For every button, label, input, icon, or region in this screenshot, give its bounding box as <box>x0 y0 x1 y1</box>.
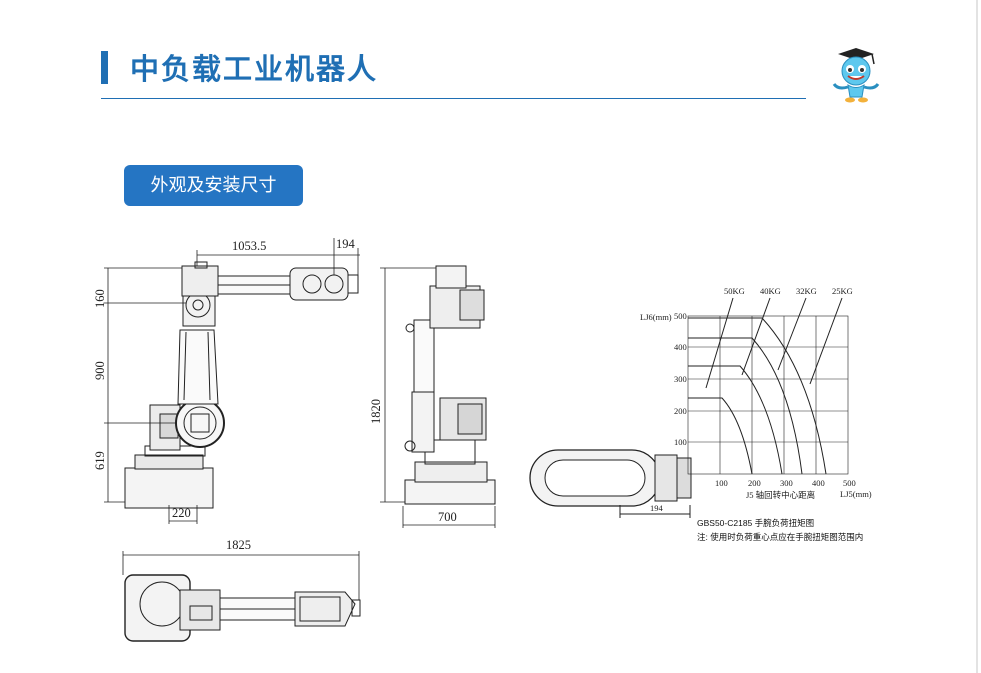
curve-label: 40KG <box>760 286 781 296</box>
x-tick: 500 <box>843 478 856 488</box>
dim-width: 700 <box>438 510 457 524</box>
chart-note: 注: 使用时负荷重心点应在手腕扭矩图范围内 <box>697 532 863 542</box>
x-axis-label: J5 轴回转中心距离 <box>746 490 815 500</box>
dim-h-base: 619 <box>93 451 107 470</box>
wrist-flange <box>529 449 692 518</box>
dim-length: 1825 <box>226 538 251 552</box>
y-tick: 400 <box>674 342 687 352</box>
section-tag: 外观及安装尺寸 <box>124 165 303 206</box>
front-view-robot <box>404 265 496 505</box>
title-divider <box>101 98 806 99</box>
y-tick: 200 <box>674 406 687 416</box>
dim-reach: 1053.5 <box>232 239 266 253</box>
y-tick: 300 <box>674 374 687 384</box>
x-unit-label: LJ5(mm) <box>840 489 872 499</box>
x-tick: 200 <box>748 478 761 488</box>
curve-label: 32KG <box>796 286 817 296</box>
curve-label: 50KG <box>724 286 745 296</box>
dim-base-offset: 220 <box>172 506 191 520</box>
page-edge <box>976 0 978 673</box>
curve-label: 25KG <box>832 286 853 296</box>
page-title: 中负载工业机器人 <box>130 52 379 86</box>
flange-dim: 194 <box>650 503 664 513</box>
dim-wrist: 194 <box>336 237 356 251</box>
x-tick: 300 <box>780 478 793 488</box>
torque-chart-grid <box>687 315 849 475</box>
x-tick: 100 <box>715 478 728 488</box>
top-view-robot <box>124 574 361 642</box>
dim-h-top: 160 <box>93 289 107 308</box>
dim-height: 1820 <box>369 399 383 424</box>
y-axis-label: LJ6(mm) <box>640 312 672 322</box>
title-accent-bar <box>101 51 108 84</box>
y-tick: 100 <box>674 437 687 447</box>
torque-curves <box>688 297 843 475</box>
side-view-robot <box>124 261 359 509</box>
dim-h-arm: 900 <box>93 361 107 380</box>
chart-caption: GBS50-C2185 手腕负荷扭矩图 <box>697 518 814 528</box>
y-tick: 500 <box>674 311 687 321</box>
x-tick: 400 <box>812 478 825 488</box>
mascot-icon <box>832 48 880 103</box>
